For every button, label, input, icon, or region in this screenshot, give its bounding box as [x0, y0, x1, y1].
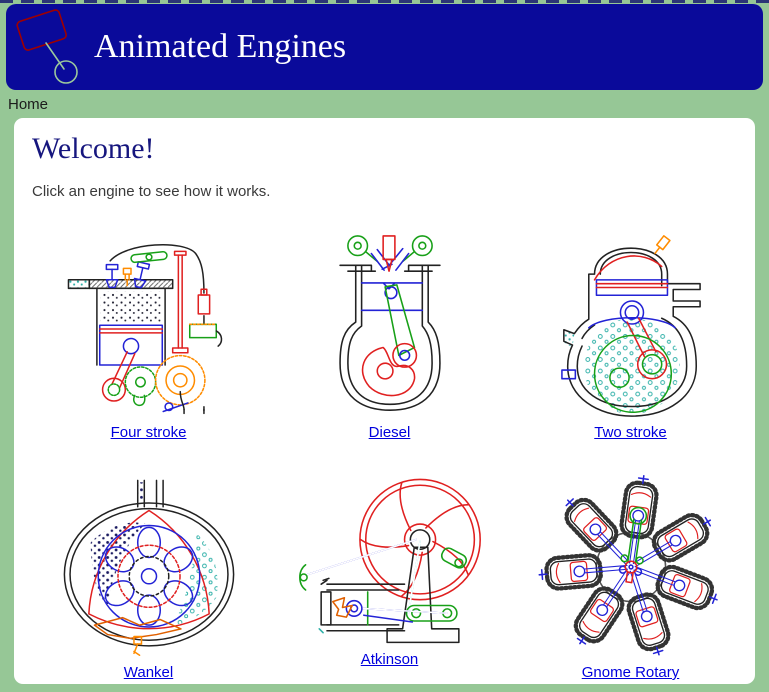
engine-cell-gnome-rotary: Gnome Rotary	[537, 465, 725, 681]
site-title: Animated Engines	[94, 28, 347, 65]
atkinson-engine-diagram[interactable]	[294, 469, 486, 647]
two-stroke-link[interactable]: Two stroke	[594, 424, 667, 441]
page-title: Welcome!	[32, 132, 155, 165]
main-content: Welcome! Click an engine to see how it w…	[14, 118, 755, 684]
four-stroke-engine-diagram[interactable]	[65, 240, 233, 420]
wankel-figure	[55, 465, 243, 660]
two-stroke-engine-diagram[interactable]	[560, 228, 702, 420]
engine-cell-four-stroke: Four stroke	[65, 224, 233, 441]
four-stroke-link[interactable]: Four stroke	[110, 424, 187, 441]
intro-text: Click an engine to see how it works.	[32, 183, 271, 200]
engine-cell-atkinson: Atkinson	[294, 465, 486, 668]
engine-cell-wankel: Wankel	[55, 465, 243, 681]
diesel-engine-diagram[interactable]	[328, 232, 452, 420]
atkinson-figure	[294, 465, 486, 647]
two-stroke-figure	[560, 224, 702, 420]
breadcrumb: Home	[8, 92, 48, 116]
gnome-rotary-engine-diagram[interactable]	[537, 474, 725, 660]
engine-cell-diesel: Diesel	[328, 224, 452, 441]
wankel-engine-diagram[interactable]	[55, 470, 243, 660]
breadcrumb-home-link[interactable]: Home	[8, 95, 49, 113]
atkinson-link[interactable]: Atkinson	[360, 651, 419, 668]
site-header: Animated Engines	[6, 4, 763, 90]
gnome-rotary-link[interactable]: Gnome Rotary	[581, 664, 680, 681]
engine-cell-two-stroke: Two stroke	[560, 224, 702, 441]
window-top-edge	[0, 0, 769, 3]
diesel-link[interactable]: Diesel	[368, 424, 411, 441]
gnome-rotary-figure	[537, 465, 725, 660]
piston-logo-icon	[16, 9, 78, 84]
diesel-figure	[328, 224, 452, 420]
four-stroke-figure	[65, 224, 233, 420]
engine-grid: Four stroke	[24, 224, 745, 681]
wankel-link[interactable]: Wankel	[123, 664, 174, 681]
